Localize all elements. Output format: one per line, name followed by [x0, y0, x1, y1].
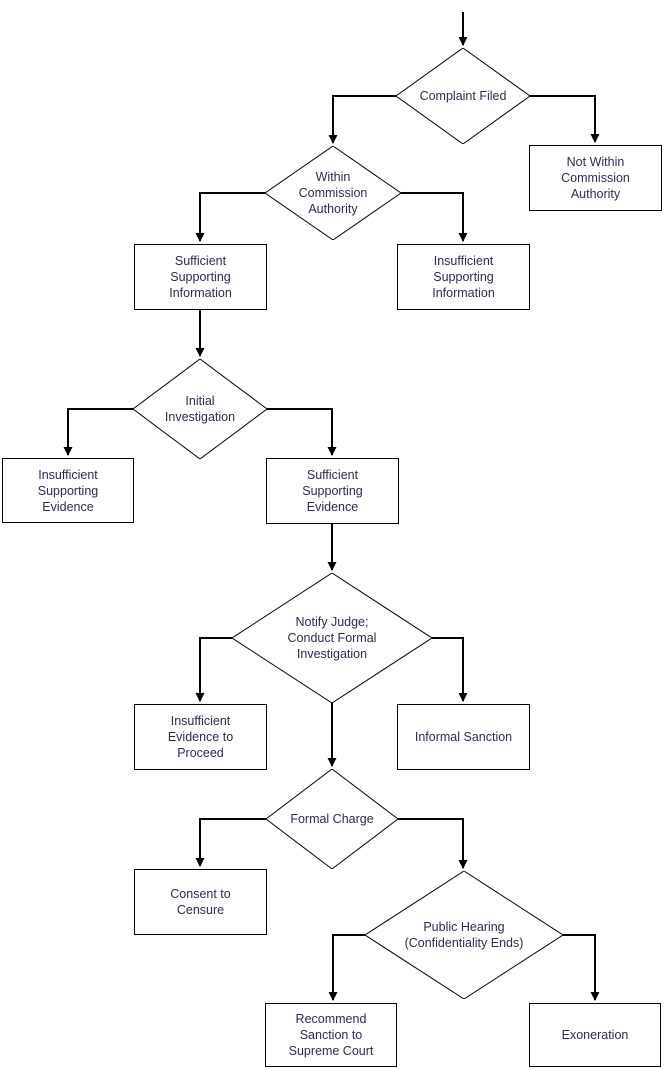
node-sufficient-supporting-information: Sufficient Supporting Information: [134, 244, 267, 310]
node-label: Not Within Commission Authority: [561, 155, 630, 201]
node-label: Insufficient Supporting Evidence: [37, 467, 99, 514]
node-public-hearing: Public Hearing (Confidentiality Ends): [365, 871, 563, 999]
node-label: Complaint Filed: [419, 89, 507, 103]
edge-formal-charge-to-public-hearing: [398, 818, 468, 869]
node-sufficient-supporting-evidence: Sufficient Supporting Evidence: [266, 458, 399, 524]
node-label: Notify Judge; Conduct Formal Investigati…: [287, 615, 377, 661]
edge-initial-investigation-to-sufficient-supporting-evidence: [267, 408, 337, 456]
edge-formal-charge-to-consent-to-censure: [195, 818, 266, 867]
node-exoneration: Exoneration: [529, 1003, 661, 1067]
node-label: Sufficient Supporting Information: [169, 254, 232, 300]
edge-within-to-sufficient-supporting-information: [195, 192, 265, 242]
node-not-within-commission-authority: Not Within Commission Authority: [529, 145, 662, 211]
node-insufficient-evidence-to-proceed: Insufficient Evidence to Proceed: [134, 704, 267, 770]
node-complaint-filed: Complaint Filed: [396, 48, 530, 144]
diamond-shape: [365, 871, 563, 999]
node-recommend-sanction-to-supreme-court: Recommend Sanction to Supreme Court: [265, 1003, 397, 1067]
node-insufficient-supporting-evidence: Insufficient Supporting Evidence: [2, 458, 134, 523]
edge-within-to-insufficient-supporting-information: [401, 192, 468, 242]
diamond-shape: [265, 146, 401, 240]
diamond-shape: [396, 48, 530, 144]
edge-public-hearing-to-exoneration: [563, 934, 600, 1001]
node-label: Recommend Sanction to Supreme Court: [288, 1012, 374, 1058]
node-label: Insufficient Evidence to Proceed: [167, 714, 234, 760]
node-label: Public Hearing (Confidentiality Ends): [404, 920, 524, 950]
diamond-shape: [133, 359, 267, 459]
node-label: Formal Charge: [290, 812, 374, 826]
node-within-commission-authority: Within Commission Authority: [265, 146, 401, 240]
node-label: Informal Sanction: [414, 730, 513, 744]
node-notify-judge-conduct-formal-investigation: Notify Judge; Conduct Formal Investigati…: [232, 573, 432, 703]
edge-notify-judge-to-informal-sanction: [432, 637, 468, 702]
node-consent-to-censure: Consent to Censure: [134, 869, 267, 935]
node-label: Initial Investigation: [164, 394, 236, 424]
node-label: Consent to Censure: [170, 887, 231, 917]
edge-complaint-filed-to-not-within-commission-authority: [529, 95, 600, 143]
node-label: Sufficient Supporting Evidence: [302, 468, 363, 514]
node-insufficient-supporting-information: Insufficient Supporting Information: [397, 244, 530, 310]
edge-public-hearing-to-recommend-sanction: [328, 934, 365, 1001]
node-initial-investigation: Initial Investigation: [133, 359, 267, 459]
edge-initial-investigation-to-insufficient-supporting-evidence: [63, 408, 133, 456]
node-label: Within Commission Authority: [298, 170, 368, 216]
node-label: Exoneration: [561, 1028, 629, 1042]
edge-complaint-filed-to-within-commission-authority: [328, 95, 396, 144]
edge-notify-judge-to-insufficient-evidence-to-proceed: [195, 637, 232, 702]
diamond-shape: [266, 769, 398, 869]
node-formal-charge: Formal Charge: [266, 769, 398, 869]
diamond-shape: [232, 573, 432, 703]
node-informal-sanction: Informal Sanction: [397, 704, 530, 770]
node-label: Insufficient Supporting Information: [432, 254, 495, 300]
